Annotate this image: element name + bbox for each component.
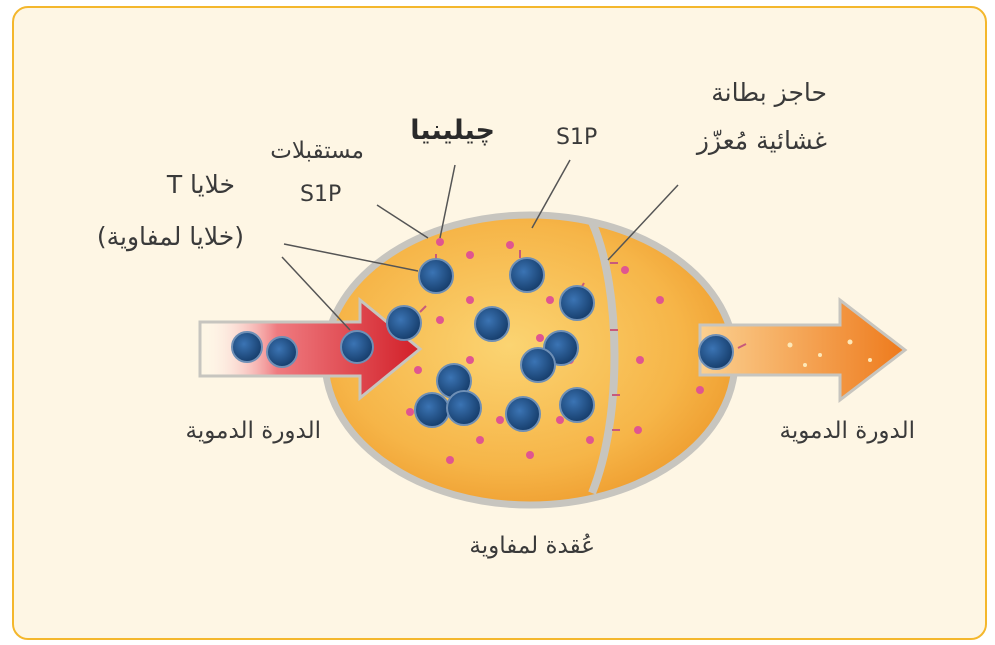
s1p-label: S1P — [556, 125, 597, 150]
t-cell — [387, 306, 421, 340]
t-cell — [560, 388, 594, 422]
t-cell — [560, 286, 594, 320]
gilenya-label: چيلينيا — [410, 115, 495, 146]
t-cell — [419, 259, 453, 293]
t-cell — [447, 391, 481, 425]
lymph-node-label: عُقدة لمفاوية — [469, 533, 595, 559]
t-cell — [506, 397, 540, 431]
circulation-right-label: الدورة الدموية — [780, 418, 915, 444]
t-cell — [232, 332, 262, 362]
s1p-receptors-sub-label: S1P — [300, 182, 341, 207]
t-cell — [267, 337, 297, 367]
circulation-left-label: الدورة الدموية — [186, 418, 321, 444]
t-cells-label: خلايا T — [167, 170, 235, 199]
barrier-sub-label: غشائية مُعزّز — [697, 126, 827, 155]
t-cell — [699, 335, 733, 369]
t-cell — [341, 331, 373, 363]
t-cell — [415, 393, 449, 427]
t-cell — [521, 348, 555, 382]
barrier-label: حاجز بطانة — [711, 78, 827, 107]
t-cells-sub-label: (خلايا لمفاوية) — [97, 222, 244, 251]
s1p-receptors-label: مستقبلات — [270, 138, 364, 164]
t-cell — [475, 307, 509, 341]
t-cell — [510, 258, 544, 292]
